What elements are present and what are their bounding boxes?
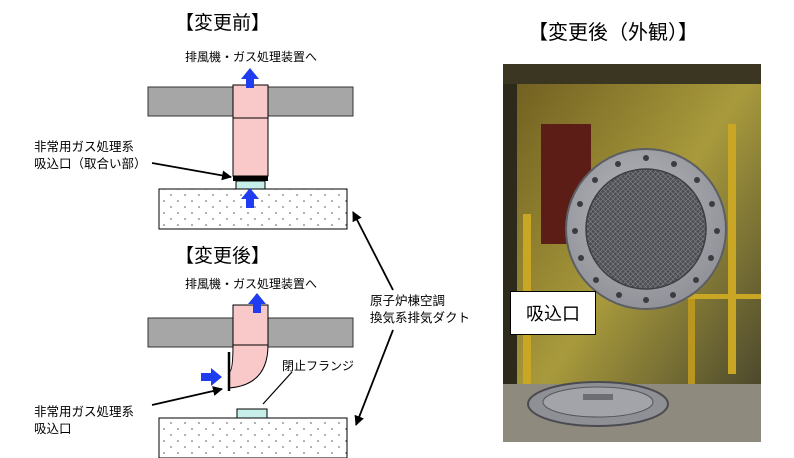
photo-bolts xyxy=(572,155,720,303)
after-duct xyxy=(158,417,348,458)
after-wall-right xyxy=(267,317,354,348)
after-flange-leader xyxy=(262,371,293,405)
before-intake-label-line1: 非常用ガス処理系 xyxy=(34,139,135,154)
after-exterior-photo xyxy=(503,64,761,442)
before-wall-right xyxy=(267,86,354,117)
photo-left-post xyxy=(503,84,517,442)
before-intake-leader xyxy=(151,162,232,181)
before-pipe xyxy=(232,84,269,177)
photo-yellow-pipe-1 xyxy=(728,124,736,374)
before-wall-left xyxy=(147,86,234,117)
before-intake-label-line2: 吸込口（取合い部） xyxy=(34,156,147,171)
after-flange-label: 閉止フランジ xyxy=(282,359,355,373)
before-intake-label: 非常用ガス処理系 吸込口（取合い部） xyxy=(34,138,147,172)
after-destination-label: 排風機・ガス処理装置へ xyxy=(185,277,318,291)
photo-title: 【変更後（外観）】 xyxy=(528,20,698,44)
after-flow-arrow-side xyxy=(201,368,222,386)
photo-rail xyxy=(653,294,761,299)
duct-label-line2: 換気系排気ダクト xyxy=(370,310,471,325)
duct-label: 原子炉棟空調 換気系排気ダクト xyxy=(370,292,470,326)
duct-leader-upper xyxy=(352,211,394,291)
photo-yellow-pipe-3 xyxy=(688,264,695,414)
duct-leader-lower xyxy=(354,329,394,426)
after-wall-left xyxy=(147,317,234,348)
after-title: 【変更後】 xyxy=(175,245,271,267)
before-flow-arrow-bottom xyxy=(241,188,259,208)
photo-mesh-screen xyxy=(585,168,707,290)
before-flange-ring xyxy=(233,176,268,181)
before-flow-arrow-top xyxy=(241,68,259,88)
before-title: 【変更前】 xyxy=(175,12,271,34)
after-intake-label: 非常用ガス処理系 吸込口 xyxy=(34,403,134,437)
before-destination-label: 排風機・ガス処理装置へ xyxy=(185,50,318,64)
photo-frame-top xyxy=(503,64,761,84)
duct-label-line1: 原子炉棟空調 xyxy=(370,293,446,308)
after-closing-flange xyxy=(236,408,268,419)
before-intake-stub xyxy=(235,180,266,190)
photo-intake-label: 吸込口 xyxy=(510,291,596,335)
before-duct xyxy=(158,188,348,230)
after-intake-label-line1: 非常用ガス処理系 xyxy=(34,404,135,419)
after-elbow-pipe xyxy=(228,304,269,389)
photo-closed-flange-inner xyxy=(542,386,654,418)
photo-handle xyxy=(583,394,613,400)
after-flow-arrow-top xyxy=(248,293,266,313)
after-intake-leader xyxy=(151,386,223,406)
after-intake-label-line2: 吸込口 xyxy=(34,421,72,436)
